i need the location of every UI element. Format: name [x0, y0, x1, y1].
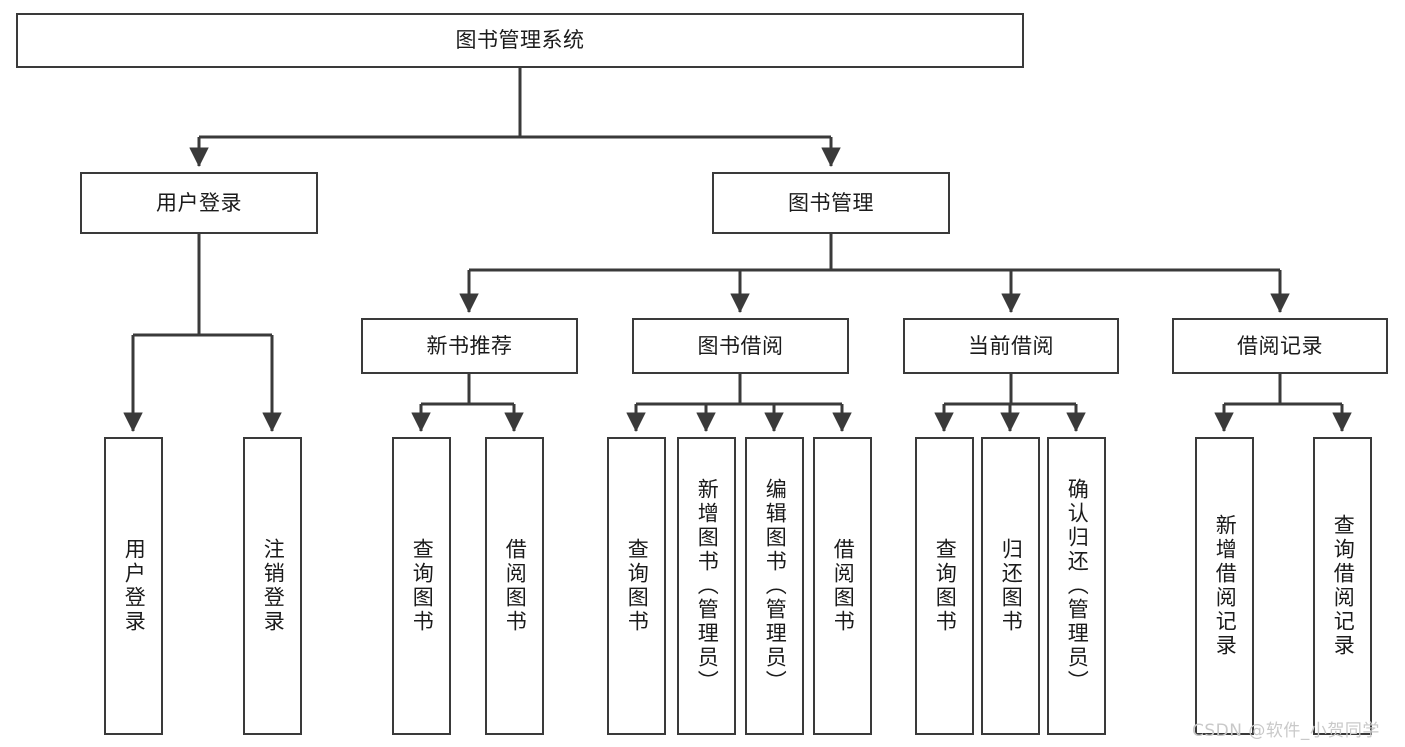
node-root-label: 图书管理系统	[455, 28, 585, 53]
node-user-login-label: 用户登录	[156, 190, 242, 215]
node-leaf-borrow-book-1-label: 借阅图书	[503, 538, 528, 634]
node-book-borrowing-label: 图书借阅	[697, 333, 784, 358]
node-leaf-query-borrow-record-label: 查询借阅记录	[1331, 514, 1356, 658]
node-book-management[interactable]: 图书管理	[712, 172, 950, 234]
node-leaf-borrow-book-1[interactable]: 借阅图书	[485, 437, 544, 735]
node-leaf-user-login[interactable]: 用户登录	[104, 437, 163, 735]
node-leaf-confirm-return[interactable]: 确认归还（管理员）	[1047, 437, 1106, 735]
node-leaf-add-book[interactable]: 新增图书（管理员）	[677, 437, 736, 735]
node-leaf-logout[interactable]: 注销登录	[243, 437, 302, 735]
node-book-borrowing[interactable]: 图书借阅	[632, 318, 849, 374]
node-leaf-return-book-label: 归还图书	[999, 538, 1024, 634]
node-new-book-recommendation-label: 新书推荐	[426, 333, 513, 358]
node-borrowing-record[interactable]: 借阅记录	[1172, 318, 1388, 374]
node-leaf-borrow-book-2[interactable]: 借阅图书	[813, 437, 872, 735]
csdn-watermark: CSDN @软件_小贺同学	[1192, 721, 1380, 741]
node-leaf-query-book-1[interactable]: 查询图书	[392, 437, 451, 735]
node-leaf-add-borrow-record[interactable]: 新增借阅记录	[1195, 437, 1254, 735]
node-new-book-recommendation[interactable]: 新书推荐	[361, 318, 578, 374]
node-leaf-confirm-return-label: 确认归还（管理员）	[1065, 478, 1090, 694]
node-leaf-edit-book[interactable]: 编辑图书（管理员）	[745, 437, 804, 735]
node-leaf-edit-book-label: 编辑图书（管理员）	[763, 478, 788, 694]
node-current-borrowing[interactable]: 当前借阅	[903, 318, 1119, 374]
node-leaf-query-borrow-record[interactable]: 查询借阅记录	[1313, 437, 1372, 735]
node-leaf-query-book-2-label: 查询图书	[625, 538, 650, 634]
node-leaf-user-login-label: 用户登录	[122, 538, 147, 634]
node-root[interactable]: 图书管理系统	[16, 13, 1024, 68]
node-leaf-borrow-book-2-label: 借阅图书	[831, 538, 856, 634]
node-leaf-add-borrow-record-label: 新增借阅记录	[1213, 514, 1238, 658]
node-leaf-query-book-1-label: 查询图书	[410, 538, 435, 634]
node-leaf-return-book[interactable]: 归还图书	[981, 437, 1040, 735]
node-borrowing-record-label: 借阅记录	[1237, 333, 1323, 358]
node-leaf-query-book-3-label: 查询图书	[933, 538, 958, 634]
node-leaf-add-book-label: 新增图书（管理员）	[695, 478, 720, 694]
node-leaf-logout-label: 注销登录	[261, 538, 286, 634]
node-current-borrowing-label: 当前借阅	[968, 333, 1054, 358]
node-leaf-query-book-2[interactable]: 查询图书	[607, 437, 666, 735]
node-user-login[interactable]: 用户登录	[80, 172, 318, 234]
node-book-management-label: 图书管理	[788, 190, 874, 215]
node-leaf-query-book-3[interactable]: 查询图书	[915, 437, 974, 735]
